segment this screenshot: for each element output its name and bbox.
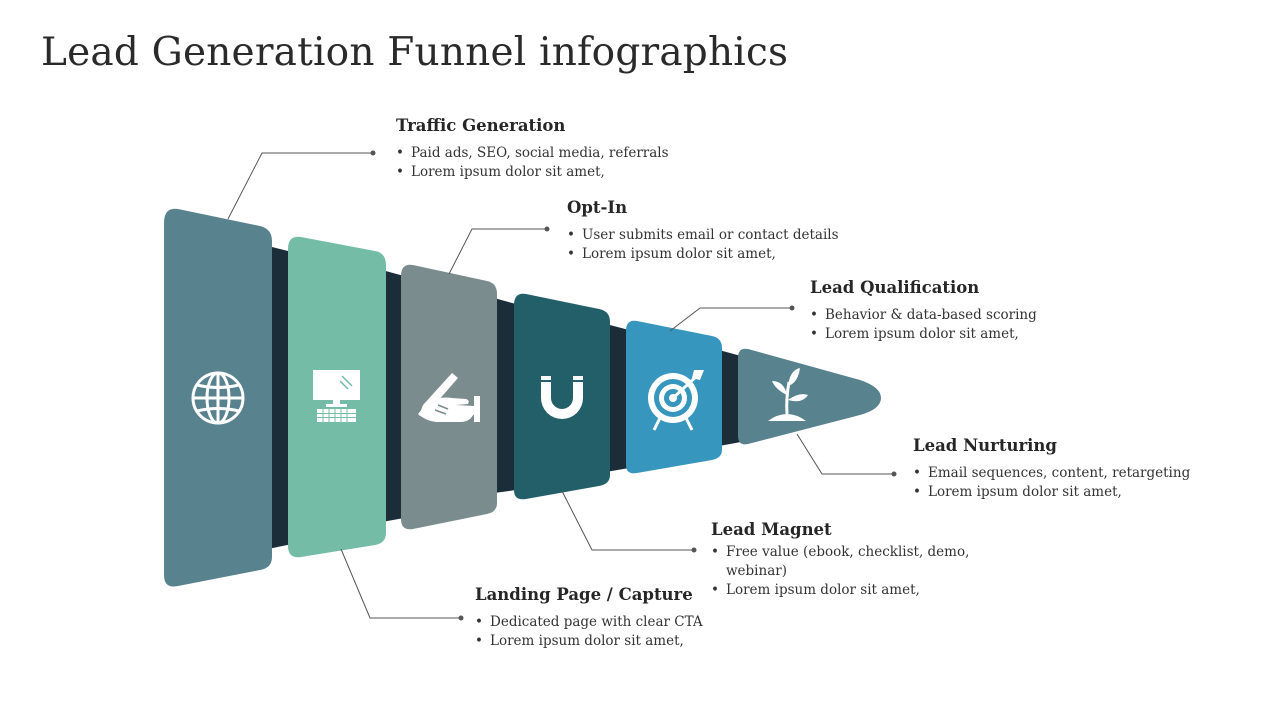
leader-line-traffic	[227, 152, 373, 220]
leader-dot	[691, 547, 697, 553]
computer-icon	[313, 370, 360, 422]
leader-line-landing	[340, 548, 461, 619]
stage-title: Lead Nurturing	[913, 436, 1057, 455]
bullet-item: Behavior & data-based scoring	[810, 306, 1037, 325]
bullet-item: Email sequences, content, retargeting	[913, 464, 1190, 483]
bullet-item: Dedicated page with clear CTA	[475, 613, 703, 632]
leader-line-nurturing	[796, 433, 894, 475]
stage-title: Traffic Generation	[396, 116, 566, 135]
stage-bullets: Dedicated page with clear CTA Lorem ipsu…	[475, 613, 703, 651]
leader-dot	[458, 615, 464, 621]
bullet-item: Lorem ipsum dolor sit amet,	[475, 632, 703, 651]
bullet-item: Lorem ipsum dolor sit amet,	[567, 245, 839, 264]
globe-icon	[191, 371, 245, 425]
stage-bullets: Behavior & data-based scoring Lorem ipsu…	[810, 306, 1037, 344]
magnet-icon	[541, 374, 583, 419]
funnel-segment-magnet	[514, 293, 610, 500]
leader-dot	[789, 305, 795, 311]
bullet-item: Lorem ipsum dolor sit amet,	[810, 325, 1037, 344]
stage-title: Lead Magnet	[711, 520, 832, 539]
page-title: Lead Generation Funnel infographics	[41, 30, 789, 75]
stage-magnet: Lead Magnet Free value (ebook, checklist…	[711, 520, 981, 600]
stage-qualification: Lead Qualification Behavior & data-based…	[810, 278, 1037, 344]
stage-title: Opt-In	[567, 198, 628, 217]
leader-dot	[544, 226, 550, 232]
hand-pen-icon	[418, 373, 480, 422]
stage-traffic: Traffic Generation Paid ads, SEO, social…	[396, 116, 669, 182]
bullet-item: Free value (ebook, checklist, demo, webi…	[711, 543, 981, 581]
stage-bullets: Paid ads, SEO, social media, referrals L…	[396, 144, 669, 182]
stage-optin: Opt-In User submits email or contact det…	[567, 198, 839, 264]
leader-line-optin	[448, 228, 547, 275]
funnel-segment-nurturing	[738, 348, 881, 445]
stage-bullets: Email sequences, content, retargeting Lo…	[913, 464, 1190, 502]
bullet-item: Paid ads, SEO, social media, referrals	[396, 144, 669, 163]
sprout-icon	[768, 368, 808, 421]
bullet-item: User submits email or contact details	[567, 226, 839, 245]
funnel-segment-optin	[401, 264, 497, 530]
funnel-connector	[382, 270, 404, 522]
bullet-item: Lorem ipsum dolor sit amet,	[396, 163, 669, 182]
funnel-connector	[268, 246, 292, 549]
leader-line-qualification	[669, 307, 792, 332]
stage-title: Lead Qualification	[810, 278, 980, 297]
bullet-item: Lorem ipsum dolor sit amet,	[913, 483, 1190, 502]
stage-bullets: User submits email or contact details Lo…	[567, 226, 839, 264]
target-icon	[648, 370, 704, 431]
leader-lines	[227, 152, 894, 619]
stage-title: Landing Page / Capture	[475, 585, 693, 604]
funnel-connector	[719, 350, 741, 446]
funnel-connectors	[268, 246, 741, 549]
leader-dots	[370, 150, 897, 621]
funnel-connector	[494, 298, 516, 493]
stage-landing: Landing Page / Capture Dedicated page wi…	[475, 585, 703, 651]
stage-bullets: Free value (ebook, checklist, demo, webi…	[711, 543, 981, 600]
stage-nurturing: Lead Nurturing Email sequences, content,…	[913, 436, 1190, 502]
funnel-connector	[606, 324, 629, 472]
bullet-item: Lorem ipsum dolor sit amet,	[711, 581, 981, 600]
leader-line-magnet	[561, 490, 694, 551]
leader-dot	[370, 150, 376, 156]
leader-dot	[891, 471, 897, 477]
